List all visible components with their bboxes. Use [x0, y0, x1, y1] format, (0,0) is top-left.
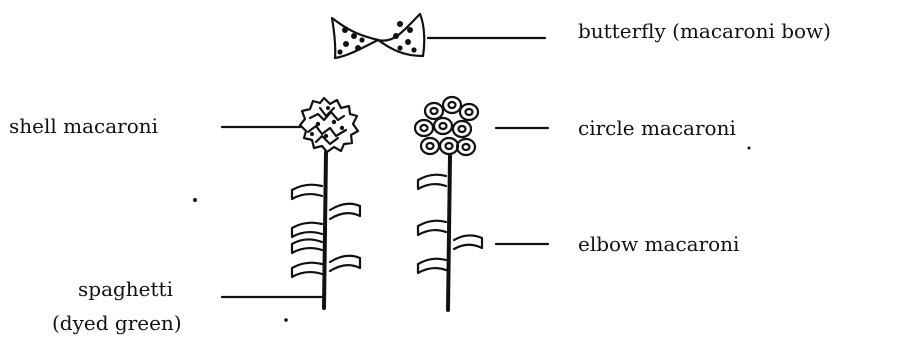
shell-macaroni-label: shell macaroni	[9, 114, 158, 138]
macaroni-bow-shape	[332, 14, 424, 58]
shell-macaroni-head	[300, 98, 358, 152]
circle-macaroni-head	[415, 97, 478, 155]
elbow-macaroni-label: elbow macaroni	[578, 232, 739, 256]
spaghetti-stem-left	[324, 152, 326, 308]
spaghetti-dyed-label: (dyed green)	[52, 311, 182, 335]
circle-macaroni-label: circle macaroni	[578, 116, 736, 140]
spaghetti-label: spaghetti	[78, 277, 173, 301]
butterfly-label: butterfly (macaroni bow)	[578, 19, 831, 43]
spaghetti-stem-right	[448, 156, 450, 310]
